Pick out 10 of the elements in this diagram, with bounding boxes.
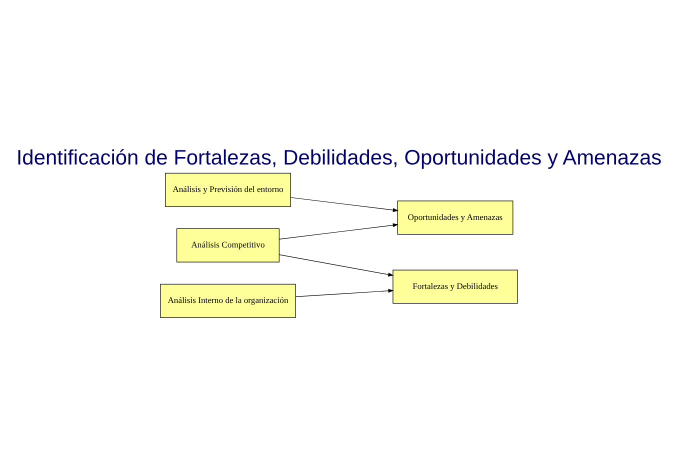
arrow	[290, 196, 398, 212]
node-box: Análisis Interno de la organización	[160, 283, 296, 318]
node-box: Oportunidades y Amenazas	[397, 200, 514, 234]
arrow	[279, 254, 394, 276]
node-box: Análisis y Previsión del entorno	[165, 172, 291, 206]
node-box: Análisis Competitivo	[176, 228, 280, 262]
node-box: Fortalezas y Debilidades	[392, 269, 518, 304]
arrow	[279, 222, 398, 239]
diagram-title: Identificación de Fortalezas, Debilidades, Oportunidades y Amenazas	[16, 146, 662, 170]
arrow	[296, 288, 394, 296]
